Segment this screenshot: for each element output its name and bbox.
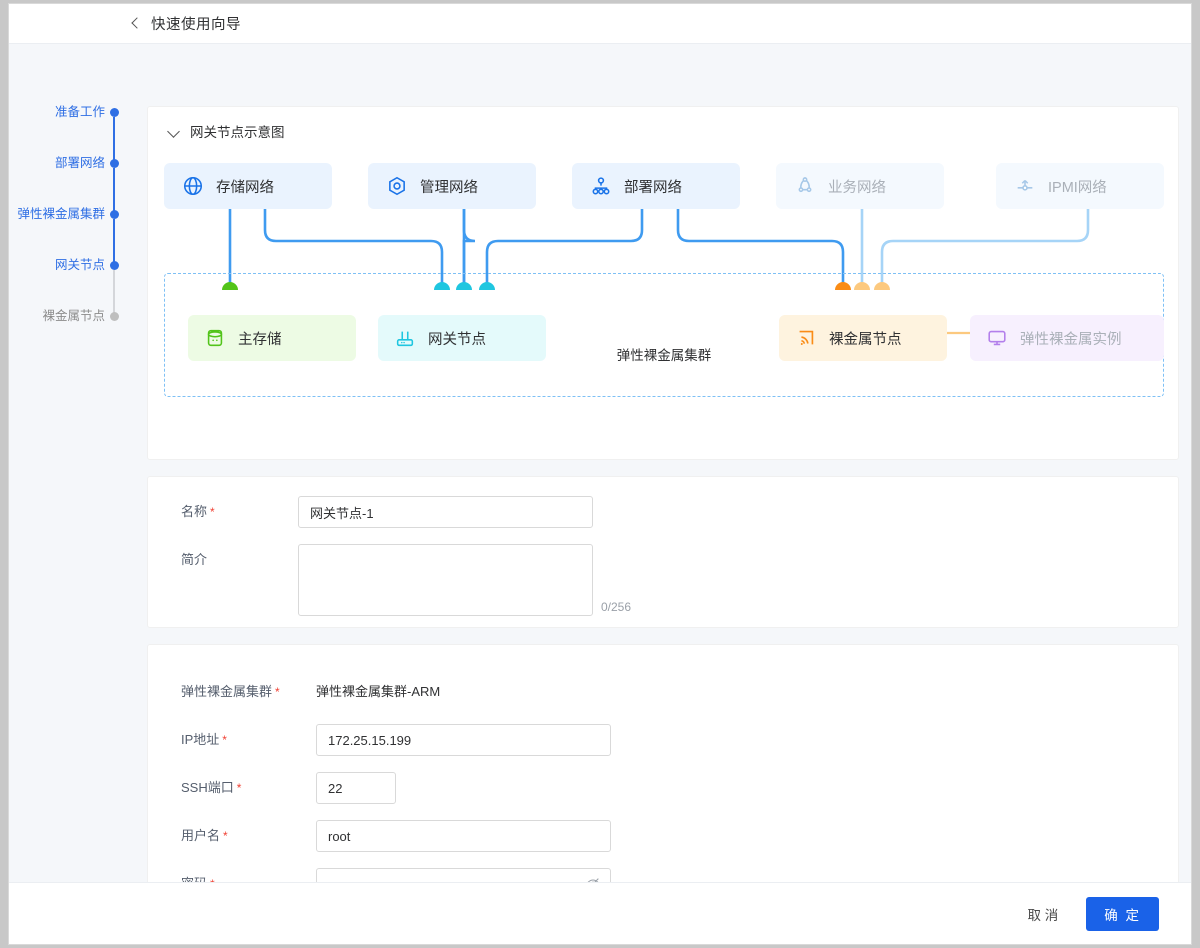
steps-sidebar: 准备工作 部署网络 弹性裸金属集群 网关节点 裸金属节点: [9, 44, 129, 904]
sidebar-item-gateway-node[interactable]: 网关节点: [9, 258, 129, 318]
step-dot: [110, 159, 119, 168]
basic-info-panel: 名称* 简介 0/256: [147, 476, 1179, 628]
required-mark: *: [275, 685, 280, 699]
network-box-management[interactable]: 管理网络: [368, 163, 536, 209]
cluster-info-panel: 弹性裸金属集群* 弹性裸金属集群-ARM IP地址* SSH端口* 用户名* 密…: [147, 644, 1179, 904]
window-header: 快速使用向导: [9, 4, 1191, 44]
step-label: 准备工作: [54, 105, 105, 119]
ipmi-icon: [1017, 179, 1033, 191]
required-mark: *: [222, 733, 227, 747]
resource-label: 网关节点: [428, 331, 486, 348]
hexagon-icon: [389, 176, 405, 196]
resource-box-bare-metal-instance[interactable]: 弹性裸金属实例: [970, 315, 1164, 361]
form-row-ip: IP地址*: [148, 724, 611, 756]
resource-box-primary-storage[interactable]: 主存储: [188, 315, 356, 361]
footer-bar: 取 消 确 定: [9, 882, 1191, 944]
step-connector-line: [113, 219, 116, 267]
chevron-left-icon[interactable]: [129, 18, 141, 30]
form-row-username: 用户名*: [148, 820, 611, 852]
char-counter: 0/256: [601, 600, 632, 614]
form-row-cluster: 弹性裸金属集群* 弹性裸金属集群-ARM: [148, 676, 440, 708]
router-icon: [396, 331, 414, 347]
sitemap-icon: [592, 177, 610, 195]
page-title: 快速使用向导: [151, 17, 241, 33]
ssh-port-input[interactable]: [316, 772, 396, 804]
username-input[interactable]: [316, 820, 611, 852]
step-label: 网关节点: [54, 258, 105, 272]
network-box-deploy[interactable]: 部署网络: [572, 163, 740, 209]
confirm-button[interactable]: 确 定: [1086, 896, 1159, 931]
step-dot: [110, 312, 119, 321]
step-dot: [110, 108, 119, 117]
resource-label: 裸金属节点: [829, 331, 902, 348]
step-connector-line: [113, 168, 116, 216]
diagram-panel: 网关节点示意图: [147, 106, 1179, 460]
ssh-port-label: SSH端口*: [181, 780, 242, 795]
step-dot: [110, 261, 119, 270]
step-dot: [110, 210, 119, 219]
resource-label: 弹性裸金属实例: [1020, 331, 1122, 348]
form-row-name: 名称*: [148, 496, 593, 528]
step-connector-line: [113, 270, 116, 318]
network-label: 存储网络: [216, 179, 274, 196]
database-icon: [207, 329, 223, 347]
network-box-ipmi[interactable]: IPMI网络: [996, 163, 1164, 209]
signal-icon: [799, 330, 814, 346]
wizard-window: 快速使用向导 准备工作 部署网络 弹性裸金属集群 网关节点: [8, 3, 1192, 945]
step-connector-line: [113, 117, 116, 165]
sidebar-item-prepare[interactable]: 准备工作: [9, 105, 129, 165]
cluster-label: 弹性裸金属集群*: [181, 684, 280, 699]
description-label: 简介: [181, 552, 208, 567]
cluster-value: 弹性裸金属集群-ARM: [316, 684, 441, 699]
network-box-business[interactable]: 业务网络: [776, 163, 944, 209]
name-label: 名称*: [181, 504, 215, 519]
triangle-node-icon: [798, 177, 812, 193]
step-label: 裸金属节点: [42, 309, 105, 323]
form-row-ssh-port: SSH端口*: [148, 772, 396, 804]
ip-address-input[interactable]: [316, 724, 611, 756]
step-label: 部署网络: [54, 156, 105, 170]
form-row-description: 简介 0/256: [148, 544, 631, 616]
description-textarea[interactable]: [298, 544, 593, 616]
sidebar-item-bare-metal-node[interactable]: 裸金属节点: [9, 310, 129, 361]
globe-icon: [183, 176, 203, 196]
required-mark: *: [210, 505, 215, 519]
sidebar-item-bare-metal-cluster[interactable]: 弹性裸金属集群: [9, 207, 129, 267]
body-area: 准备工作 部署网络 弹性裸金属集群 网关节点 裸金属节点: [9, 44, 1191, 904]
ip-label: IP地址*: [181, 732, 227, 747]
diagram-header[interactable]: 网关节点示意图: [148, 107, 1178, 155]
name-input[interactable]: [298, 496, 593, 528]
step-label: 弹性裸金属集群: [17, 207, 105, 221]
resource-label: 主存储: [238, 331, 282, 348]
resource-box-gateway-node[interactable]: 网关节点: [378, 315, 546, 361]
network-box-storage[interactable]: 存储网络: [164, 163, 332, 209]
network-label: 管理网络: [420, 179, 478, 196]
required-mark: *: [223, 829, 228, 843]
required-mark: *: [236, 781, 242, 795]
cancel-button[interactable]: 取 消: [1017, 898, 1068, 930]
monitor-icon: [988, 330, 1006, 346]
resource-box-bare-metal-node[interactable]: 裸金属节点: [779, 315, 947, 361]
network-label: 业务网络: [828, 179, 886, 196]
network-label: IPMI网络: [1048, 179, 1107, 196]
username-label: 用户名*: [181, 828, 228, 843]
chevron-down-icon[interactable]: [168, 125, 180, 137]
sidebar-item-deploy-network[interactable]: 部署网络: [9, 156, 129, 216]
cluster-caption: 弹性裸金属集群: [616, 348, 712, 363]
diagram-title: 网关节点示意图: [190, 125, 285, 140]
network-label: 部署网络: [624, 179, 682, 196]
diagram-canvas: 存储网络 管理网络 部署网络: [148, 155, 1180, 455]
